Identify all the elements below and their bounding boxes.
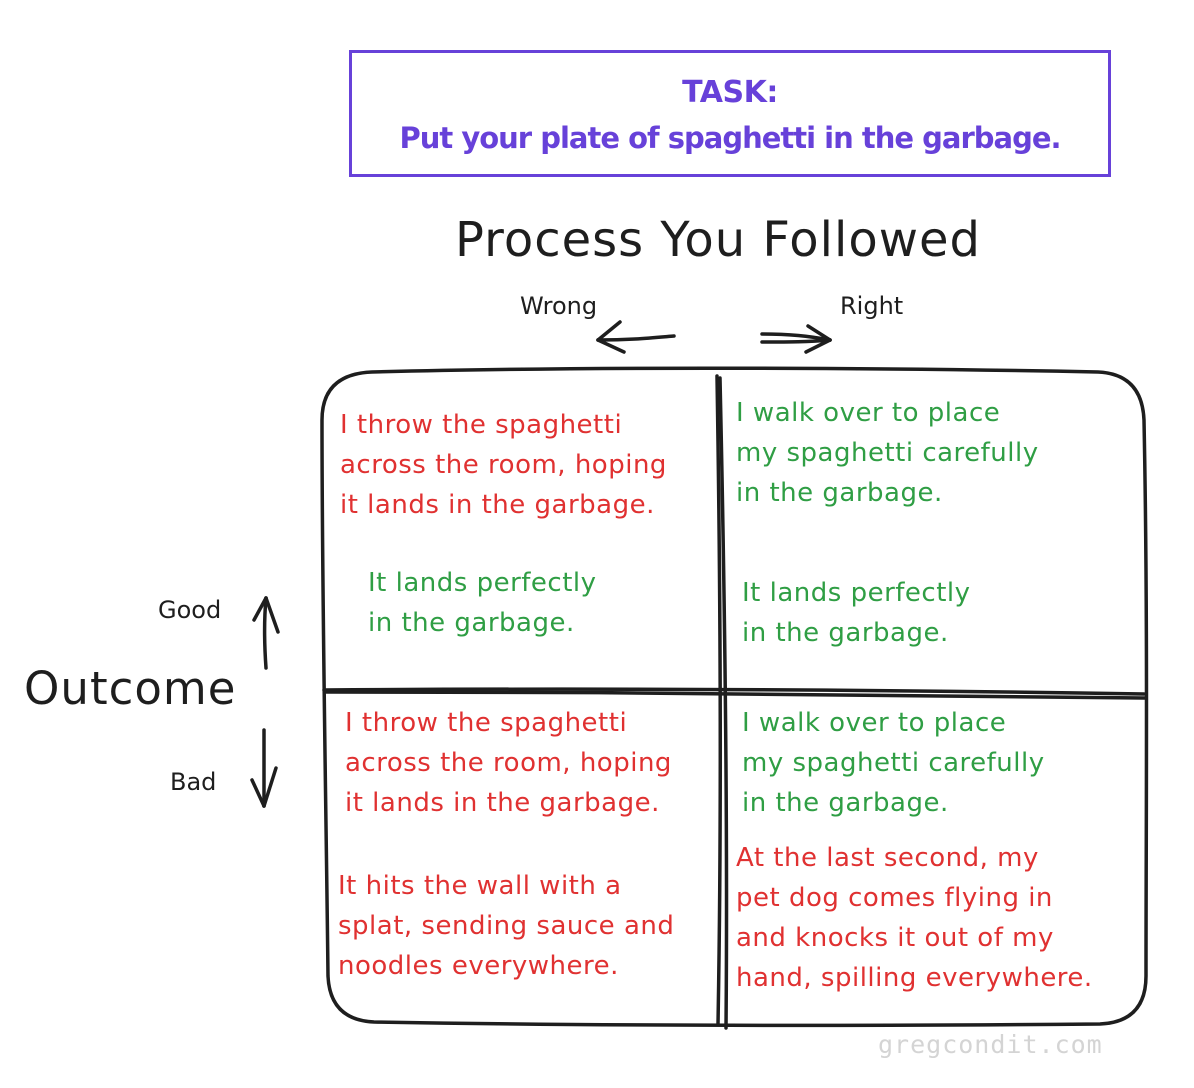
bottom-left-outcome-text: It hits the wall with a splat, sending s… <box>338 871 675 981</box>
bad-label: Bad <box>170 768 217 796</box>
good-arrow-icon <box>252 596 280 670</box>
right-arrow-icon <box>760 324 832 354</box>
bottom-left-process-text: I throw the spaghetti across the room, h… <box>345 708 672 818</box>
process-axis-title: Process You Followed <box>455 212 981 268</box>
wrong-label: Wrong <box>520 292 598 320</box>
matrix-frame <box>320 366 1149 1028</box>
good-label: Good <box>158 596 222 624</box>
task-box: TASK: Put your plate of spaghetti in the… <box>349 50 1111 177</box>
task-text: Put your plate of spaghetti in the garba… <box>399 121 1061 155</box>
right-label: Right <box>840 292 904 320</box>
outcome-axis-title: Outcome <box>24 662 237 715</box>
vertical-divider <box>715 374 722 1026</box>
bottom-right-outcome-text: At the last second, my pet dog comes fly… <box>736 843 1093 993</box>
task-title: TASK: <box>682 75 778 110</box>
bad-arrow-icon <box>250 728 278 808</box>
top-left-process-text: I throw the spaghetti across the room, h… <box>340 410 667 520</box>
top-right-process-text: I walk over to place my spaghetti carefu… <box>736 398 1039 508</box>
watermark: gregcondit.com <box>878 1030 1103 1059</box>
top-left-outcome-text: It lands perfectly in the garbage. <box>368 568 597 638</box>
horizontal-divider <box>322 687 1146 696</box>
wrong-arrow-icon <box>596 320 676 354</box>
top-right-outcome-text: It lands perfectly in the garbage. <box>742 578 971 648</box>
bottom-right-process-text: I walk over to place my spaghetti carefu… <box>742 708 1045 818</box>
